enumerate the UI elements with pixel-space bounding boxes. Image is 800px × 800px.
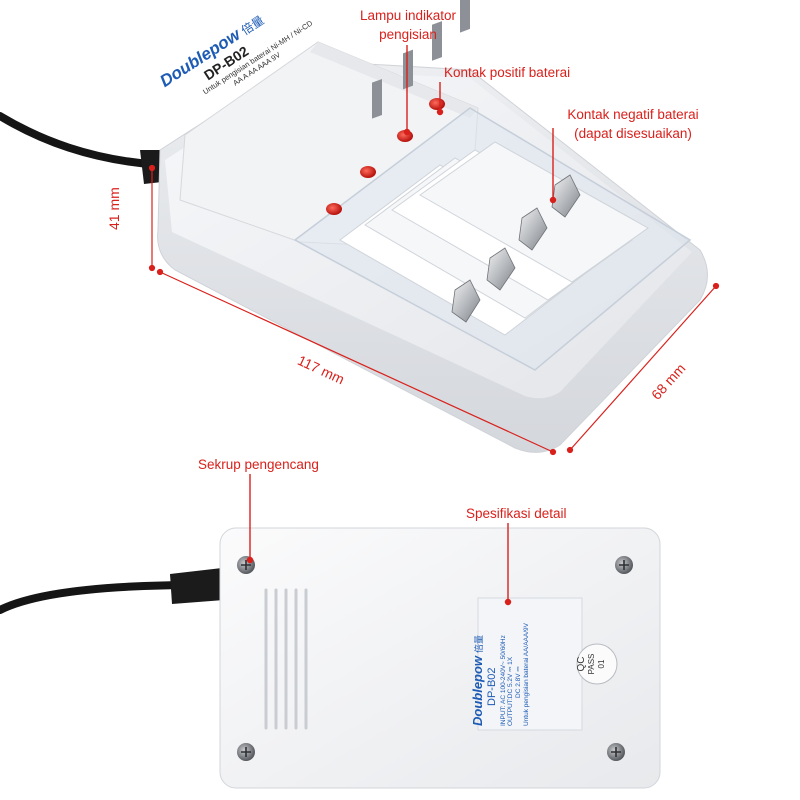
dimension-lines (148, 164, 720, 456)
callout-positive-contact: Kontak positif baterai (444, 65, 571, 80)
callout-screw: Sekrup pengencang (198, 457, 319, 472)
mounting-screws (237, 556, 633, 761)
dimension-height: 41 mm (106, 187, 122, 230)
spec-model: DP-B02 (486, 667, 498, 706)
spec-output2: DC 2.8V ⎓ (515, 666, 522, 698)
positive-contacts (372, 0, 470, 119)
callout-spec: Spesifikasi detail (466, 506, 567, 521)
power-cable-bottom (0, 581, 204, 614)
negative-contacts (451, 174, 581, 323)
spec-note: Untuk pengisian baterai AA/AAA/9V (523, 623, 530, 726)
spec-output1: OUTPUT:DC 5.2V ⎓ 1X (507, 656, 514, 726)
bottom-spec-text: Doublepow 倍量 DP-B02 INPUT: AC 100-240V~ … (470, 598, 570, 726)
callout-indicator: Lampu indikator pengisian (359, 8, 457, 42)
vent-slots (264, 588, 308, 730)
spec-brand-chinese: 倍量 (474, 634, 484, 653)
power-cable-top (0, 112, 164, 169)
callout-negative-contact: Kontak negatif baterai (dapat disesuaika… (567, 107, 699, 141)
qc-pass-sticker (576, 643, 618, 685)
spec-input: INPUT: AC 100-240V~ 50/60Hz (500, 635, 507, 726)
spec-label-panel (477, 597, 583, 731)
spec-brand: Doublepow (470, 655, 485, 726)
callout-lines (246, 45, 557, 606)
qc-text: QC PASS 01 (576, 653, 606, 675)
